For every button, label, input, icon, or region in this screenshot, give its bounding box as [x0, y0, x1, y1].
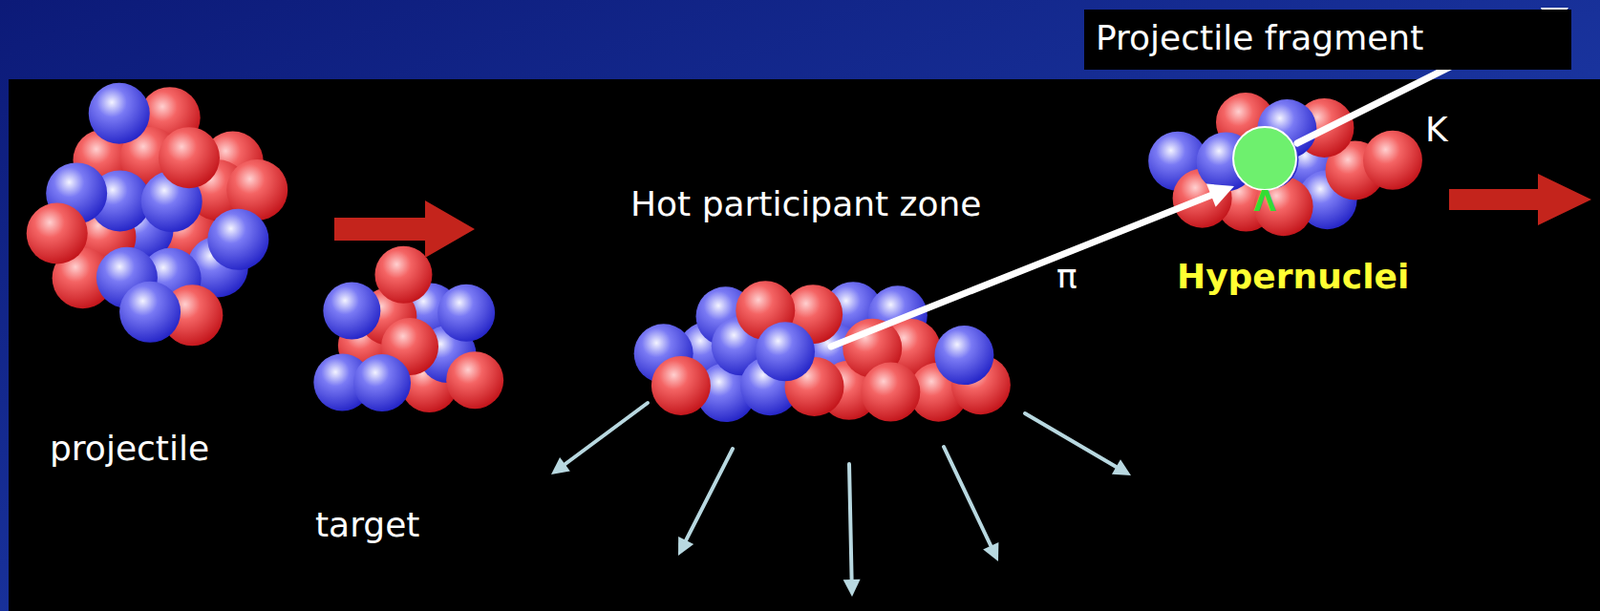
emitted-particle-arrow [843, 464, 861, 598]
emitted-particle-arrow [678, 448, 733, 556]
emitted-particle-arrow [551, 403, 648, 475]
label-slot: projectile [49, 431, 210, 467]
label-slot: Hot participant zone [630, 187, 982, 222]
nucleon [374, 246, 432, 304]
particle-label: π [1056, 259, 1078, 295]
particle-symbol: Λ [1253, 187, 1276, 216]
arrow-shaft [943, 447, 991, 547]
label-slot: target [315, 508, 420, 543]
nucleon [651, 356, 711, 416]
title-label: Hypernuclei [1176, 259, 1409, 295]
fragment-arrow [1449, 173, 1592, 226]
lambda-particle: Λ [1232, 126, 1298, 192]
emitted-particle-arrow [943, 447, 999, 562]
label-slot: K [1425, 112, 1449, 148]
arrow-shaft [1024, 413, 1116, 468]
arrow-head [1206, 184, 1235, 208]
arrow-shaft [849, 464, 853, 580]
caption-box: Projectile fragment [1084, 9, 1572, 70]
nucleon [26, 203, 88, 265]
projectile-nucleus [26, 83, 289, 347]
nucleon [88, 83, 150, 145]
arrow-shaft [564, 403, 648, 465]
nucleon [1363, 130, 1423, 191]
participant-zone [634, 280, 1011, 423]
nucleon [322, 282, 381, 341]
nucleon [860, 362, 920, 423]
black-panel [8, 79, 1600, 611]
particle-label: K [1425, 112, 1449, 148]
nucleon [207, 209, 269, 271]
arrow-head [551, 457, 571, 475]
nucleus-label: target [315, 508, 420, 543]
nucleon [446, 351, 504, 409]
hypernucleus [1148, 92, 1423, 236]
zone-label: Hot participant zone [630, 187, 982, 222]
target-nucleus [313, 246, 504, 413]
nucleus-label: projectile [49, 431, 210, 467]
emitted-particle-arrow [1024, 413, 1131, 476]
beam-arrow [334, 200, 475, 258]
nucleon [119, 281, 181, 343]
arrow-head [1111, 459, 1131, 476]
nucleon [755, 321, 815, 382]
label-slot: Hypernuclei [1176, 259, 1409, 295]
arrow-head [843, 579, 861, 598]
nucleon [353, 354, 411, 412]
nucleon [437, 284, 495, 342]
arrow-shaft [685, 448, 733, 541]
nucleon [934, 325, 994, 385]
label-slot: π [1056, 259, 1078, 295]
arrow-head [678, 536, 694, 556]
nucleon [158, 127, 220, 189]
label-slot: Λ [1215, 187, 1315, 216]
caption-text: Projectile fragment [1095, 21, 1424, 56]
arrow-head [982, 542, 999, 562]
